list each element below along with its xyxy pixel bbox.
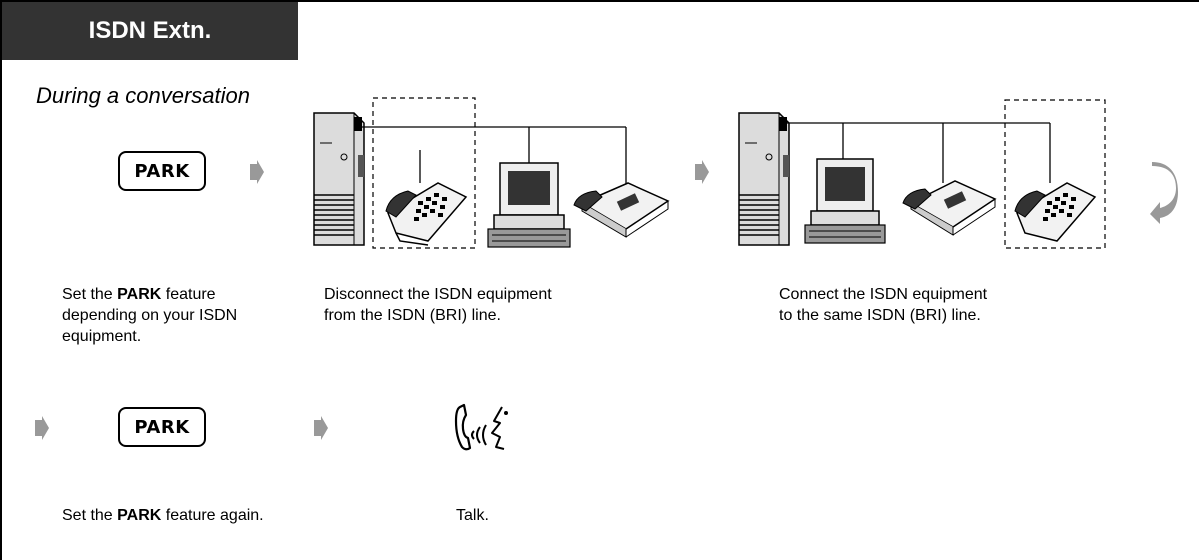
pbx-cabinet-icon <box>738 112 790 246</box>
disconnect-diagram <box>313 97 670 249</box>
fax-icon <box>902 180 997 236</box>
step5-caption: Talk. <box>456 507 489 524</box>
park-button-again[interactable]: PARK <box>118 407 206 447</box>
arrow-right-icon <box>35 416 49 440</box>
step3-caption-line1: Connect the ISDN equipment <box>779 286 988 303</box>
telephone-icon <box>385 182 468 246</box>
park-keyword: PARK <box>117 507 162 524</box>
step2-caption-line2: from the ISDN (BRI) line. <box>324 307 501 324</box>
talk-icon <box>454 403 508 451</box>
step1-caption: Set the PARK feature depending on your I… <box>62 286 238 345</box>
park-keyword: PARK <box>117 286 162 303</box>
step2-caption: Disconnect the ISDN equipment from the I… <box>324 284 552 326</box>
park-button[interactable]: PARK <box>118 151 206 191</box>
step2-caption-line1: Disconnect the ISDN equipment <box>324 286 552 303</box>
page-title: ISDN Extn. <box>2 2 298 60</box>
computer-icon <box>804 158 886 244</box>
computer-icon <box>487 162 571 248</box>
fax-icon <box>573 182 670 238</box>
loop-arrow-icon <box>1150 162 1178 224</box>
telephone-icon <box>1014 182 1097 242</box>
condition-label: During a conversation <box>36 83 251 108</box>
arrow-right-icon <box>314 416 328 440</box>
step4-caption: Set the PARK feature again. <box>62 507 264 524</box>
step3-caption: Connect the ISDN equipment to the same I… <box>779 284 987 326</box>
connect-diagram <box>738 99 1106 249</box>
pbx-cabinet-icon <box>313 112 365 246</box>
arrow-right-icon <box>250 160 264 184</box>
arrow-right-icon <box>695 160 709 184</box>
step3-caption-line2: to the same ISDN (BRI) line. <box>779 307 981 324</box>
